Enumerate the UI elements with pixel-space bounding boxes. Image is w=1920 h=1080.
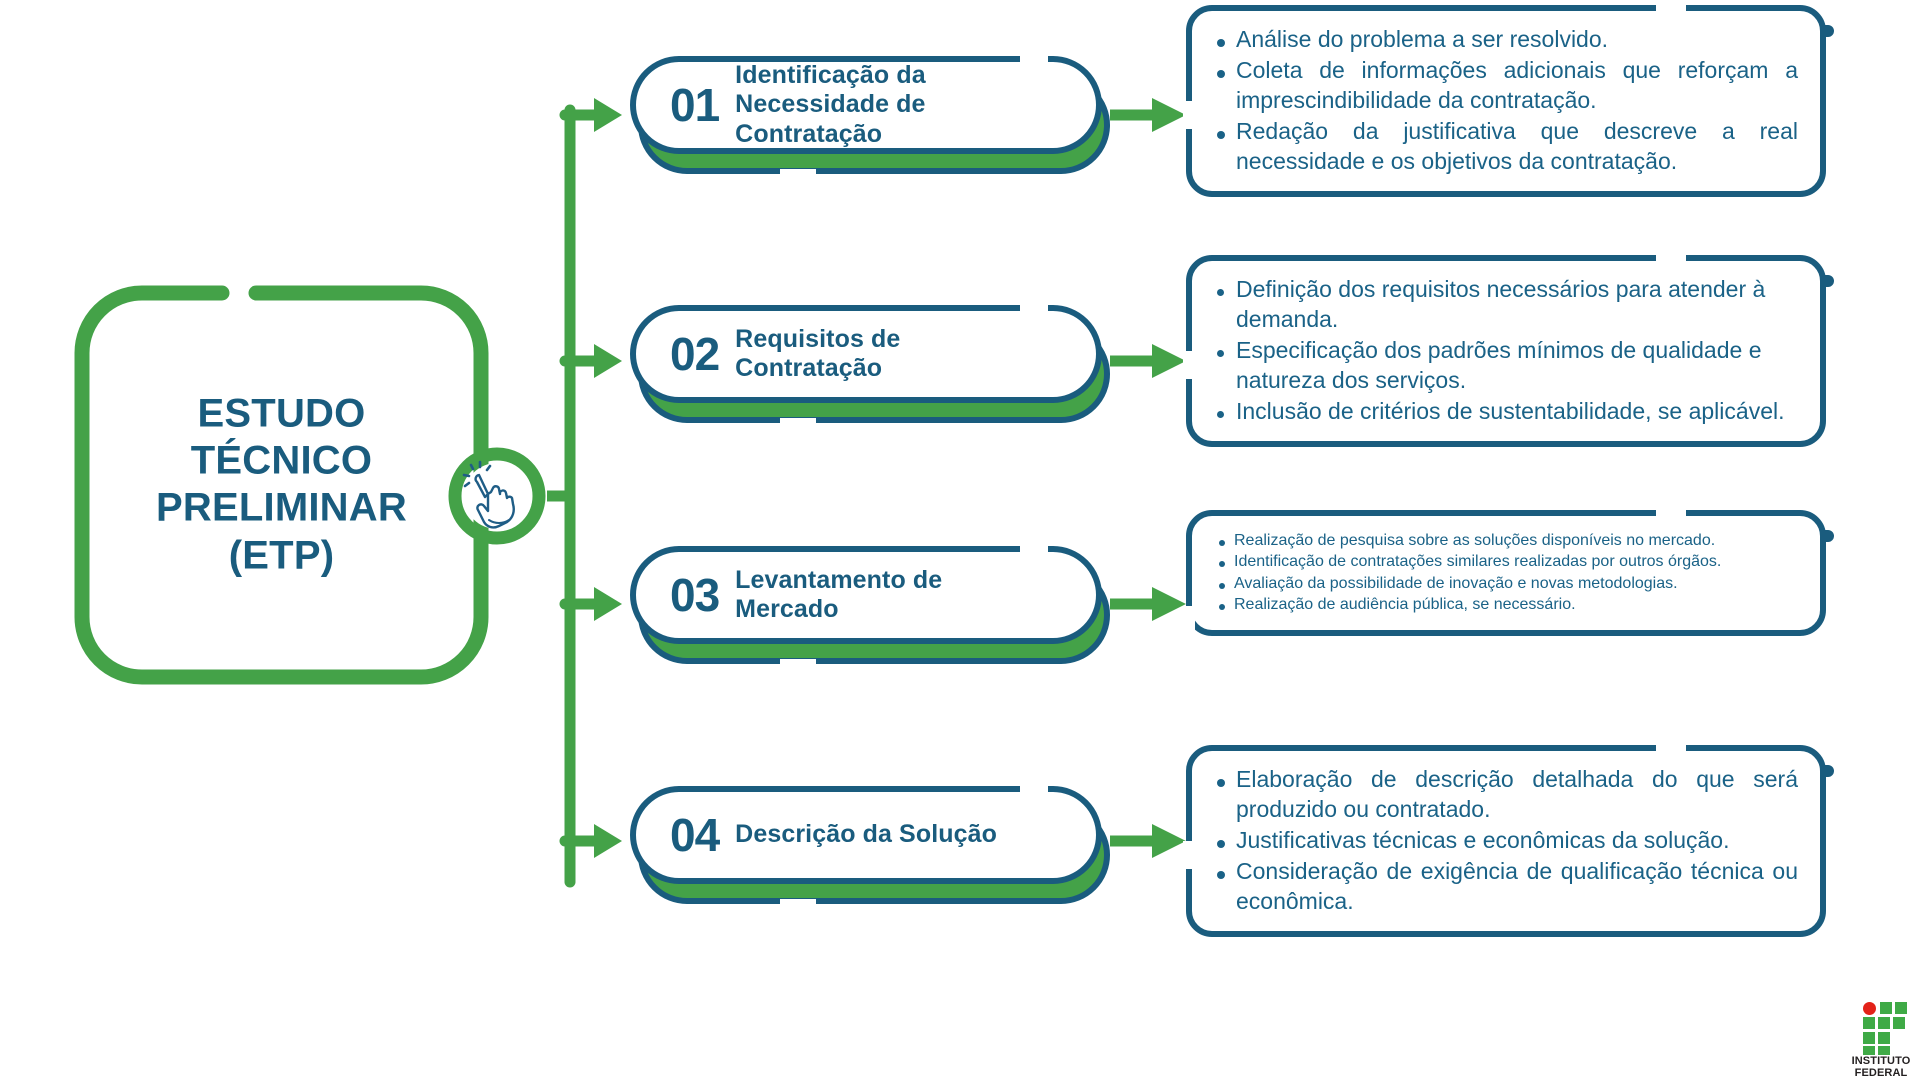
step-title-line: Requisitos de xyxy=(735,324,901,353)
detail-list: Realização de pesquisa sobre as soluções… xyxy=(1210,530,1798,616)
etp-center-node: ESTUDO TÉCNICO PRELIMINAR (ETP) xyxy=(74,285,489,685)
logo-line-2: FEDERAL xyxy=(1854,1066,1908,1079)
list-item: Avaliação da possibilidade de inovação e… xyxy=(1210,573,1798,594)
border-gap xyxy=(1183,606,1195,634)
step-title-line: Mercado xyxy=(735,595,839,623)
list-item: Elaboração de descrição detalhada do que… xyxy=(1210,765,1798,825)
border-gap xyxy=(1183,101,1195,129)
step-title: Descrição da Solução xyxy=(735,820,997,849)
click-hub[interactable] xyxy=(447,446,547,546)
detail-panel-face: Realização de pesquisa sobre as soluções… xyxy=(1186,510,1826,636)
border-gap xyxy=(1020,543,1048,555)
step-card-04[interactable]: 04 Descrição da Solução xyxy=(630,783,1110,911)
etp-title-line-1: ESTUDO xyxy=(197,391,366,436)
list-item: Realização de pesquisa sobre as soluções… xyxy=(1210,530,1798,551)
step-number: 04 xyxy=(670,809,720,861)
logo-line-1: INSTITUTO xyxy=(1851,1055,1911,1067)
list-item: Consideração de exigência de qualificaçã… xyxy=(1210,857,1798,917)
detail-list: Elaboração de descrição detalhada do que… xyxy=(1210,765,1798,916)
step-title-line: Contratação xyxy=(735,119,883,148)
list-item: Justificativas técnicas e econômicas da … xyxy=(1210,826,1798,856)
step-card-face[interactable]: 04 Descrição da Solução xyxy=(630,786,1102,884)
list-item: Coleta de informações adicionais que ref… xyxy=(1210,56,1798,116)
border-gap xyxy=(1183,841,1195,869)
step-number: 03 xyxy=(670,569,720,621)
border-gap xyxy=(1183,351,1195,379)
step-card-face[interactable]: 02 Requisitos de Contratação xyxy=(630,305,1102,403)
list-item: Identificação de contratações similares … xyxy=(1210,551,1798,572)
step-title: Levantamento de Mercado xyxy=(735,566,942,625)
step-card-face[interactable]: 03 Levantamento de Mercado xyxy=(630,546,1102,644)
etp-frame-outline xyxy=(74,285,489,685)
step-title-line: Contratação xyxy=(735,354,883,382)
etp-title-line-3: PRELIMINAR xyxy=(156,486,407,530)
etp-title-line-2: TÉCNICO xyxy=(190,438,373,483)
if-logo-icon xyxy=(1863,1002,1907,1055)
border-gap xyxy=(1656,252,1686,264)
border-gap xyxy=(780,169,816,181)
border-gap xyxy=(780,899,816,911)
list-item: Análise do problema a ser resolvido. xyxy=(1210,25,1798,55)
step-title-line: Necessidade de xyxy=(735,90,926,119)
border-gap xyxy=(1020,53,1048,65)
step-title-line: Descrição da Solução xyxy=(735,820,997,849)
step-number: 01 xyxy=(670,79,720,131)
step-title-line: Identificação da xyxy=(735,61,926,90)
etp-title-line-4: (ETP) xyxy=(228,533,335,578)
border-gap xyxy=(1656,2,1686,14)
step-card-03[interactable]: 03 Levantamento de Mercado xyxy=(630,543,1110,671)
detail-list: Análise do problema a ser resolvido. Col… xyxy=(1210,25,1798,176)
list-item: Especificação dos padrões mínimos de qua… xyxy=(1210,336,1798,396)
institution-logo: INSTITUTO FEDERAL Tocantins xyxy=(1845,1000,1917,1080)
step-card-01[interactable]: 01 Identificação da Necessidade de Contr… xyxy=(630,53,1110,181)
step-title-line: Levantamento de xyxy=(735,565,943,594)
detail-panel-face: Elaboração de descrição detalhada do que… xyxy=(1186,745,1826,938)
step-card-02[interactable]: 02 Requisitos de Contratação xyxy=(630,302,1110,430)
border-gap xyxy=(1656,507,1686,519)
step-number: 02 xyxy=(670,328,720,380)
list-item: Redação da justificativa que descreve a … xyxy=(1210,117,1798,177)
border-gap xyxy=(1020,783,1048,795)
border-gap xyxy=(780,659,816,671)
list-item: Definição dos requisitos necessários par… xyxy=(1210,275,1798,335)
step-title: Identificação da Necessidade de Contrata… xyxy=(735,61,926,149)
step-title: Requisitos de Contratação xyxy=(735,325,900,384)
detail-list: Definição dos requisitos necessários par… xyxy=(1210,275,1798,426)
border-gap xyxy=(1020,302,1048,314)
list-item: Realização de audiência pública, se nece… xyxy=(1210,594,1798,615)
list-item: Inclusão de critérios de sustentabilidad… xyxy=(1210,397,1798,427)
detail-panel-face: Definição dos requisitos necessários par… xyxy=(1186,255,1826,448)
etp-title: ESTUDO TÉCNICO PRELIMINAR (ETP) xyxy=(74,391,489,580)
step-card-face[interactable]: 01 Identificação da Necessidade de Contr… xyxy=(630,56,1102,154)
border-gap xyxy=(1656,742,1686,754)
click-hand-cursor-icon[interactable] xyxy=(447,446,547,546)
border-gap xyxy=(780,418,816,430)
detail-panel-face: Análise do problema a ser resolvido. Col… xyxy=(1186,5,1826,198)
